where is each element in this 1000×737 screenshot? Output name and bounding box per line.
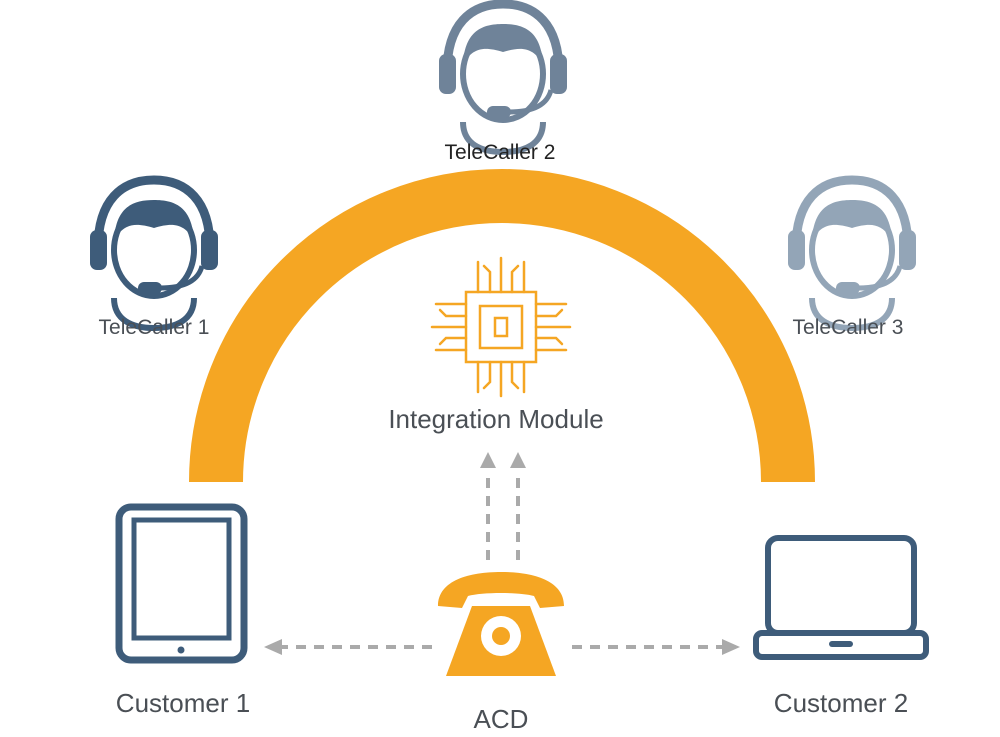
integration-chip-icon (430, 256, 572, 398)
acd-to-customer-2-arrow (572, 639, 740, 655)
telecaller-2-label: TeleCaller 2 (444, 141, 556, 164)
telecaller-2-headset-icon (439, 4, 567, 152)
acd-to-customer-1-arrow (264, 639, 432, 655)
integration-module-label: Integration Module (388, 404, 604, 434)
customer-1-label: Customer 1 (115, 688, 251, 718)
telecaller-3-headset-icon (788, 180, 916, 328)
acd-telephone-icon (438, 572, 564, 676)
telecaller-1-label: TeleCaller 1 (98, 316, 210, 339)
acd-label: ACD (473, 704, 529, 734)
laptop-icon (753, 535, 929, 660)
tablet-icon (115, 503, 248, 664)
connection-arc (189, 169, 815, 483)
telecaller-1-headset-icon (90, 180, 218, 328)
customer-2-label: Customer 2 (773, 688, 909, 718)
acd-to-module-arrows (480, 452, 526, 560)
telecaller-3-label: TeleCaller 3 (792, 316, 904, 339)
